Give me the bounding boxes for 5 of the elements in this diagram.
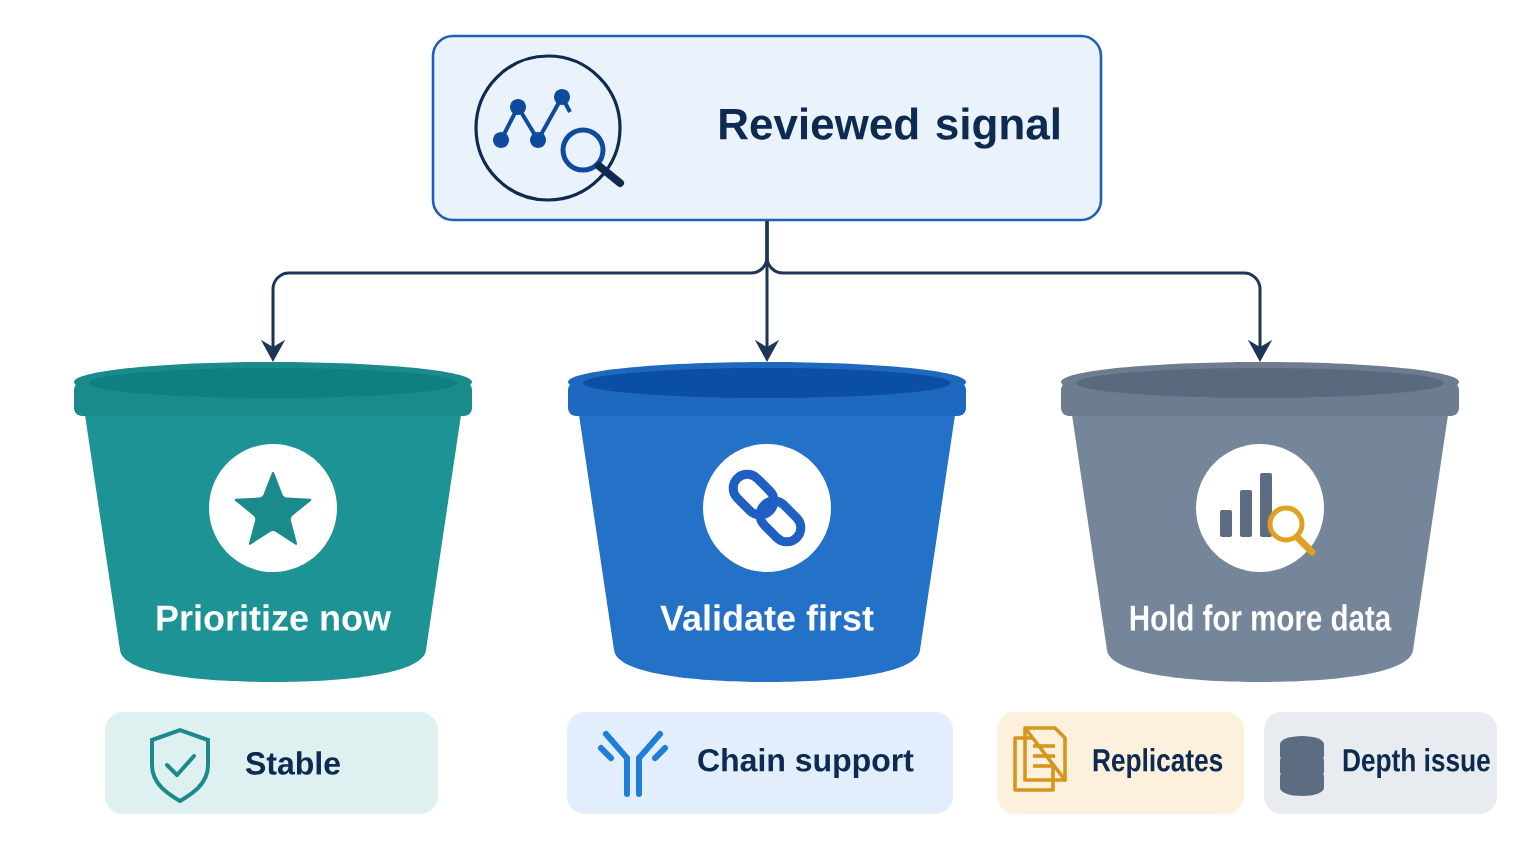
bucket: Validate first (568, 362, 966, 682)
tag-box: Chain support (567, 712, 953, 814)
title-box: Reviewed signal (431, 34, 1103, 222)
tag-box: Replicates (997, 712, 1244, 814)
tag-box: Stable (105, 712, 438, 814)
